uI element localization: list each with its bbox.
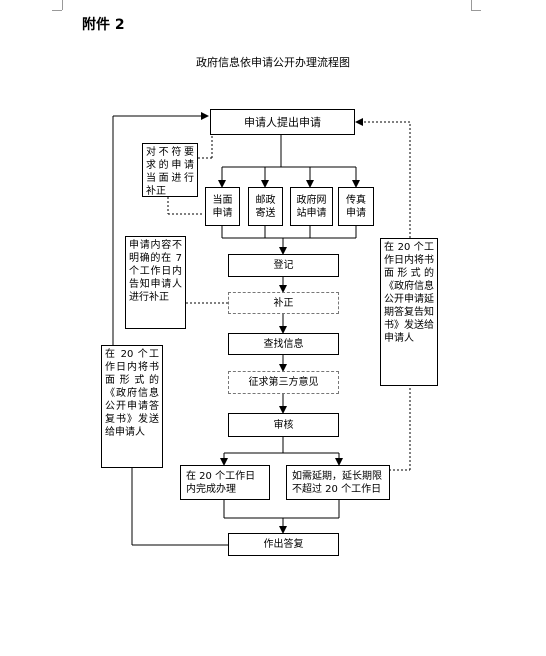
extension-notice-note: 在 20 个工作日内将书面形式的《政府信息公开申请延期答复告知书》发送给申请人	[380, 238, 438, 386]
diagram-title: 政府信息依申请公开办理流程图	[196, 56, 350, 69]
method-post-node: 邮政寄送	[248, 187, 283, 226]
search-node: 查找信息	[228, 333, 339, 355]
extend-node: 如需延期，延长期限不超过 20 个工作日	[286, 465, 390, 500]
reply-node: 作出答复	[228, 533, 339, 556]
unclear-request-note: 申请内容不明确的在 7 个工作日内告知申请人进行补正	[125, 236, 186, 329]
attachment-label: 附件 2	[82, 17, 125, 33]
method-in-person-node: 当面申请	[205, 187, 240, 226]
complete-node: 在 20 个工作日内完成办理	[180, 465, 270, 500]
register-node: 登记	[228, 254, 339, 277]
crop-mark-top-right-h	[471, 10, 481, 11]
crop-mark-top-left	[62, 0, 63, 10]
method-fax-node: 传真申请	[338, 187, 374, 226]
review-node: 审核	[228, 413, 339, 437]
reply-notice-note: 在 20 个工作日内将书面形式的《政府信息公开申请答复书》发送给申请人	[101, 345, 163, 468]
crop-mark-top-left-h	[52, 10, 62, 11]
noncompliant-note: 对不符要求的申请当面进行补正	[142, 143, 198, 197]
supplement-node: 补正	[228, 292, 339, 314]
crop-mark-top-right	[471, 0, 472, 10]
third-party-node: 征求第三方意见	[228, 371, 339, 394]
apply-node: 申请人提出申请	[210, 109, 355, 135]
method-website-node: 政府网站申请	[290, 187, 333, 226]
